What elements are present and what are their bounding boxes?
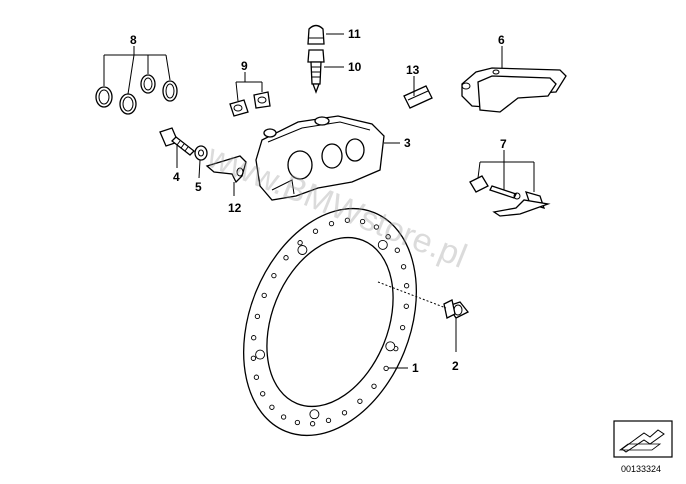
pad-pin-kit[interactable] — [469, 175, 551, 217]
callout-labels: 1 2 3 4 5 6 7 8 9 10 11 12 13 — [130, 27, 507, 375]
callout-1: 1 — [412, 361, 419, 375]
disc-vent-hole — [283, 255, 289, 261]
callout-9: 9 — [241, 59, 248, 73]
disc-vent-hole — [280, 414, 287, 420]
disc-mount-hole — [377, 239, 388, 250]
callout-6: 6 — [498, 33, 505, 47]
disc-mount-hole — [309, 409, 320, 420]
disc-vent-hole — [400, 264, 407, 270]
disc-mount-hole — [385, 341, 396, 352]
callout-5: 5 — [195, 180, 202, 194]
disc-vent-hole — [253, 374, 260, 380]
disc-vent-hole — [297, 240, 303, 246]
disc-vent-hole — [399, 324, 406, 331]
disc-vent-hole — [383, 365, 389, 372]
bleeder-screw[interactable] — [307, 49, 325, 94]
bushings[interactable] — [229, 91, 271, 117]
brake-pads[interactable] — [461, 67, 567, 113]
disc-vent-hole — [373, 224, 380, 230]
diagram-ref-number: 00133324 — [621, 464, 661, 474]
washer[interactable] — [194, 145, 208, 161]
callout-13: 13 — [406, 63, 420, 77]
seal-rings[interactable] — [95, 74, 178, 115]
disc-vent-hole — [359, 218, 366, 225]
callout-4: 4 — [173, 170, 180, 184]
disc-vent-hole — [357, 398, 363, 404]
retaining-bracket[interactable] — [205, 155, 247, 184]
bleeder-cap[interactable] — [307, 24, 325, 45]
disc-vent-hole — [250, 355, 257, 361]
callout-2: 2 — [452, 359, 459, 373]
disc-vent-hole — [251, 335, 257, 341]
spring-clip[interactable] — [403, 85, 433, 109]
disc-vent-hole — [403, 303, 409, 309]
leader-lines — [103, 33, 535, 369]
disc-vent-hole — [309, 421, 316, 427]
diagram-reference: 00133324 — [613, 420, 673, 474]
disc-vent-hole — [403, 283, 410, 289]
disc-vent-hole — [260, 391, 266, 397]
disc-vent-hole — [269, 404, 275, 410]
disc-vent-hole — [328, 220, 335, 227]
disc-vent-hole — [394, 247, 400, 253]
callout-7: 7 — [500, 137, 507, 151]
disc-vent-hole — [344, 217, 351, 223]
caliper-bolt[interactable] — [159, 127, 195, 156]
callout-3: 3 — [404, 136, 411, 150]
disc-vent-hole — [371, 383, 377, 389]
disc-bolt[interactable] — [443, 299, 470, 319]
disc-vent-hole — [294, 419, 301, 426]
disc-mount-hole — [297, 245, 308, 255]
disc-vent-hole — [325, 417, 332, 424]
arrow-icon — [621, 429, 665, 453]
callout-10: 10 — [348, 60, 362, 74]
disc-vent-hole — [312, 228, 319, 234]
callout-11: 11 — [348, 27, 361, 41]
callout-12: 12 — [228, 201, 242, 215]
callout-8: 8 — [130, 33, 137, 47]
brake-disc[interactable] — [212, 183, 449, 462]
disc-mount-hole — [255, 349, 266, 360]
disc-vent-hole — [341, 410, 348, 416]
disc-vent-hole — [261, 292, 267, 299]
brake-caliper[interactable] — [255, 115, 385, 201]
disc-vent-hole — [254, 313, 261, 320]
disc-vent-hole — [271, 272, 277, 279]
disc-vent-hole — [385, 234, 391, 240]
